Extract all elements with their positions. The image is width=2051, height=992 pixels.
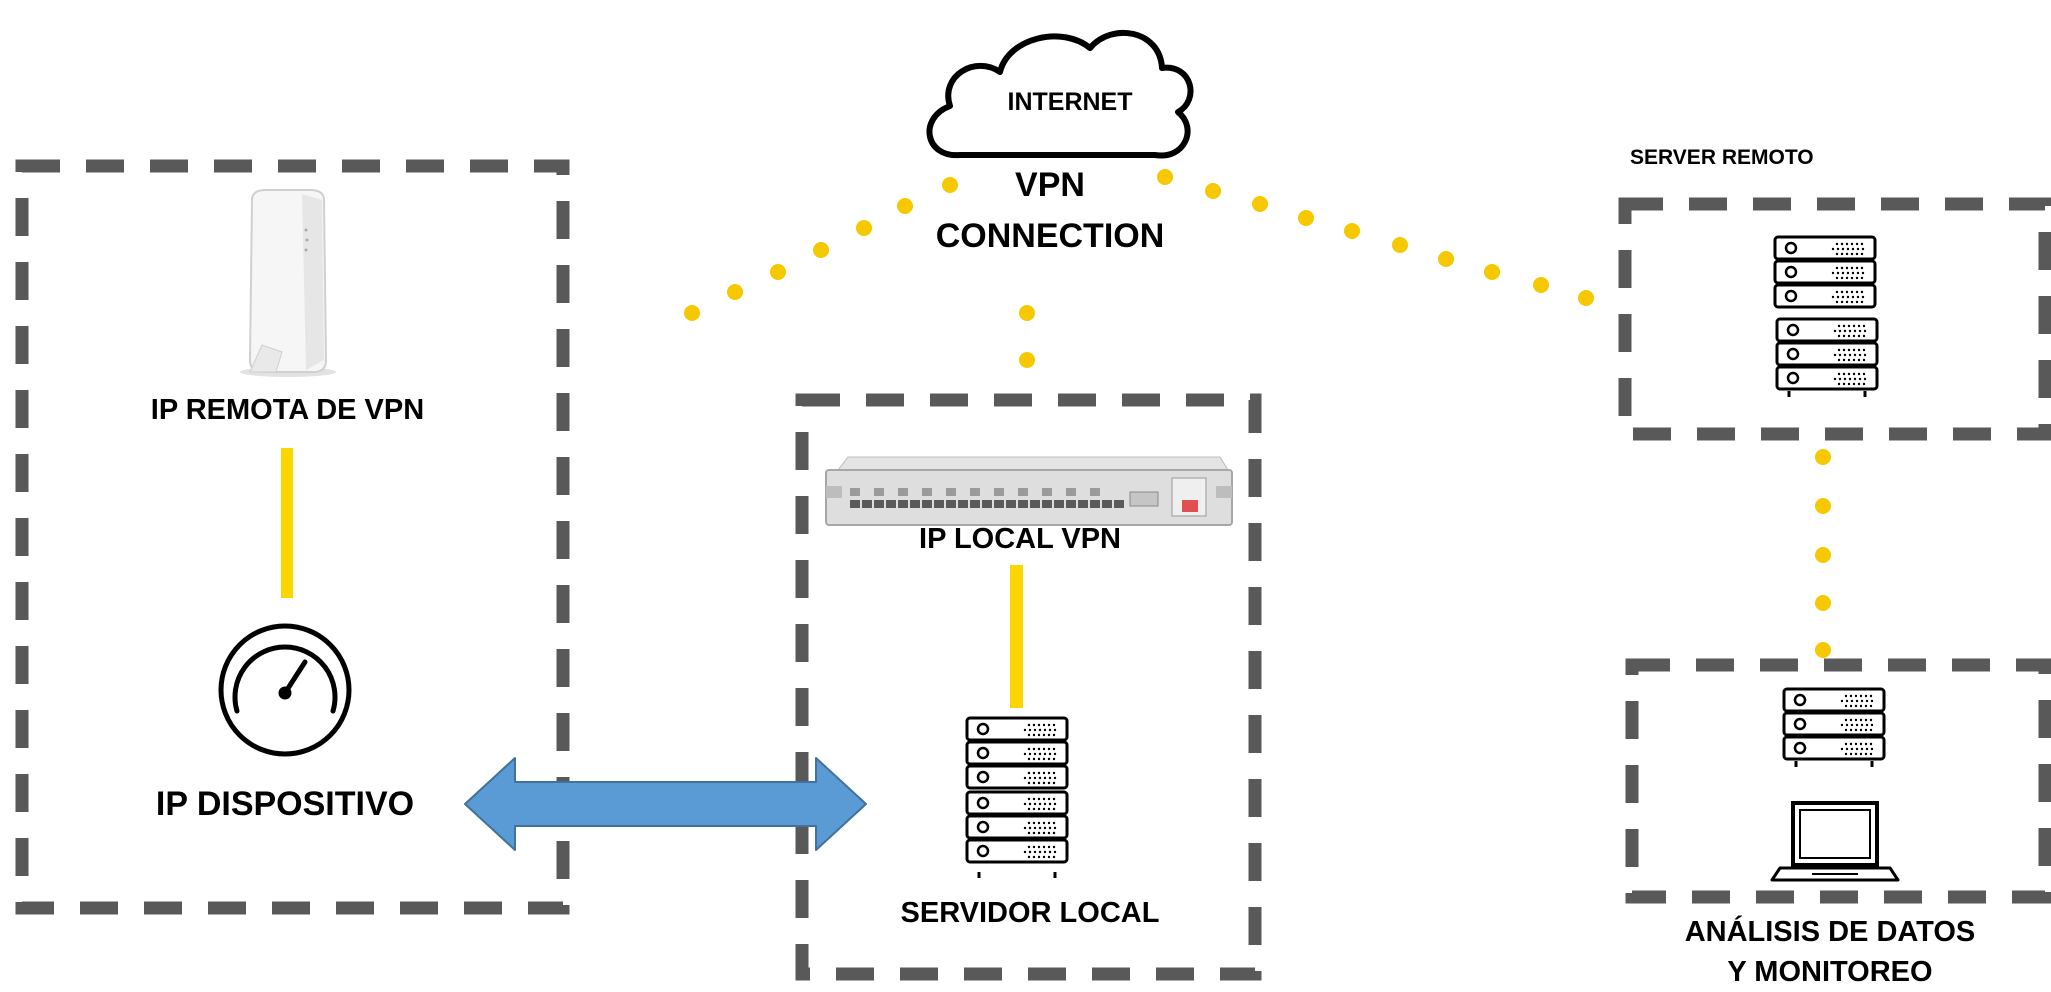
- device-link-line: [281, 448, 293, 598]
- vpn-link-down-dots: [1019, 305, 1035, 368]
- cloud-icon: [926, 29, 1194, 159]
- analysis-server-icon: [1784, 689, 1884, 767]
- vpn-label-line1: VPN: [1015, 166, 1085, 204]
- rack-router-icon: [825, 456, 1233, 526]
- ip-remota-label: IP REMOTA DE VPN: [150, 394, 425, 426]
- internet-label: INTERNET: [1007, 88, 1133, 116]
- wireless-access-point-icon: [240, 189, 336, 377]
- analisis-label-line2: Y MONITOREO: [1727, 956, 1933, 988]
- servidor-local-label: SERVIDOR LOCAL: [900, 897, 1160, 929]
- analisis-label-line1: ANÁLISIS DE DATOS: [1684, 916, 1976, 948]
- ip-dispositivo-label: IP DISPOSITIVO: [155, 785, 415, 823]
- gauge-icon: [218, 623, 352, 757]
- local-server-box: [795, 393, 1262, 981]
- remote-device-box: [15, 159, 570, 915]
- remote-to-analysis-dots: [1815, 449, 1831, 658]
- remote-server-icon: [1775, 237, 1877, 397]
- vpn-link-left-dots: [684, 177, 958, 321]
- ip-local-vpn-label: IP LOCAL VPN: [919, 523, 1121, 555]
- local-link-line: [1010, 565, 1023, 708]
- vpn-label-line2: CONNECTION: [935, 217, 1165, 255]
- vpn-link-right-dots: [1157, 169, 1594, 306]
- remote-server-box: [1618, 197, 2051, 441]
- laptop-icon: [1770, 801, 1900, 882]
- local-server-icon: [967, 718, 1067, 878]
- double-arrow-icon: [464, 757, 867, 851]
- server-remoto-label: SERVER REMOTO: [1630, 146, 1814, 169]
- analysis-box: [1625, 658, 2051, 904]
